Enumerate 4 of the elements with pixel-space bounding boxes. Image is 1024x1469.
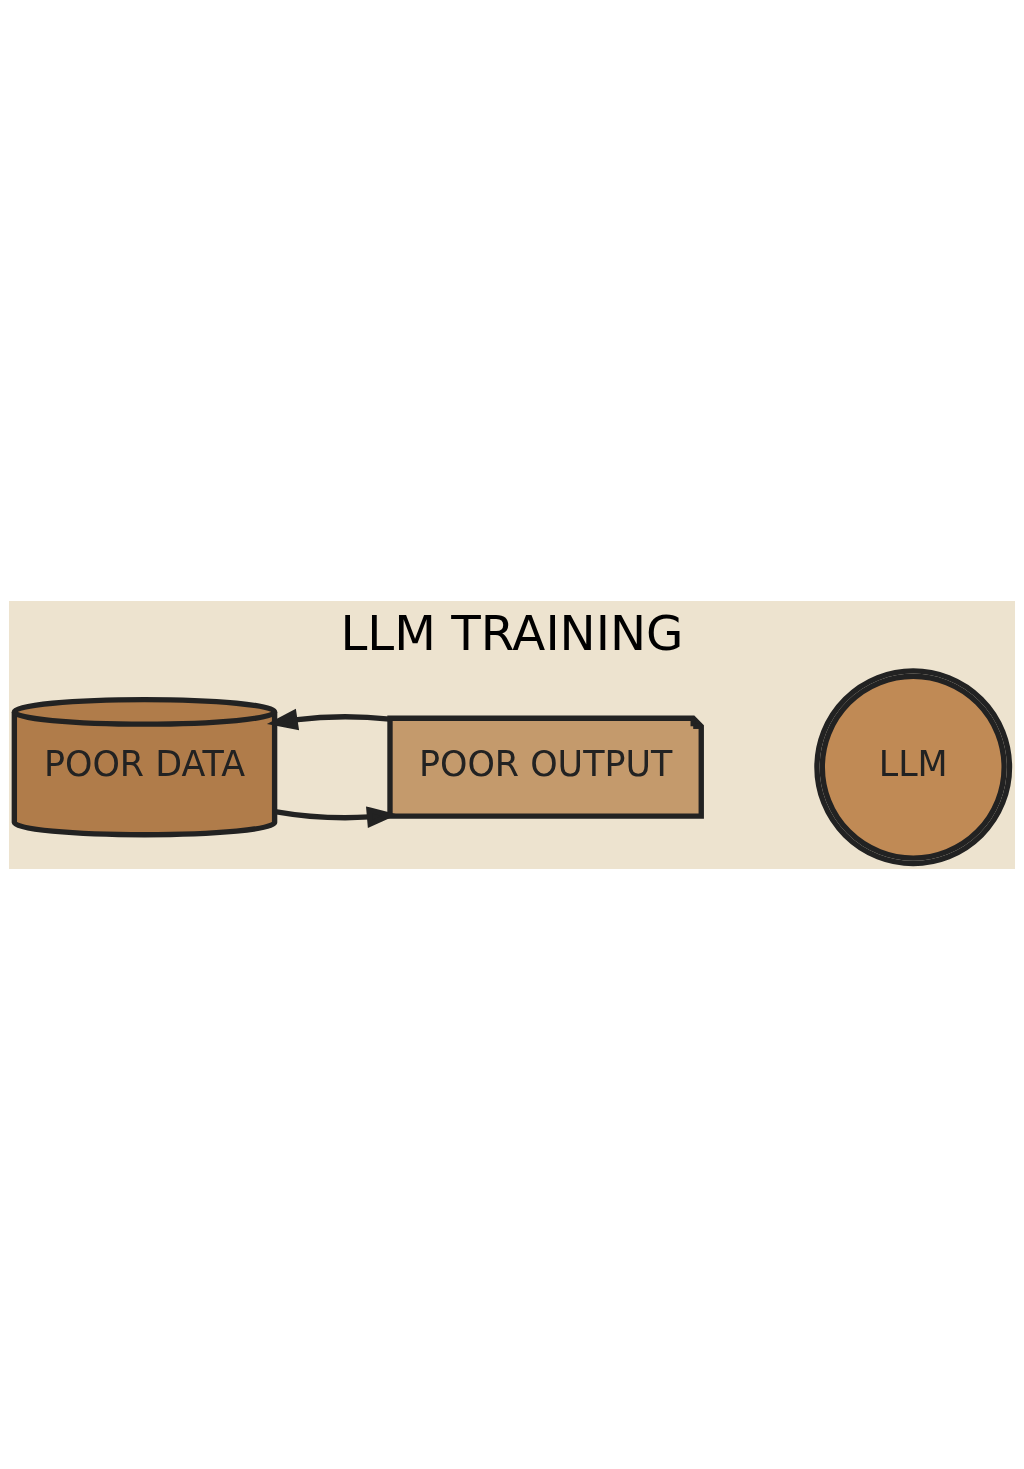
arrow xyxy=(266,708,390,730)
arrow xyxy=(274,805,398,828)
node-circle: LLM xyxy=(814,667,1013,866)
diagram-title: LLM TRAINING xyxy=(340,604,684,661)
